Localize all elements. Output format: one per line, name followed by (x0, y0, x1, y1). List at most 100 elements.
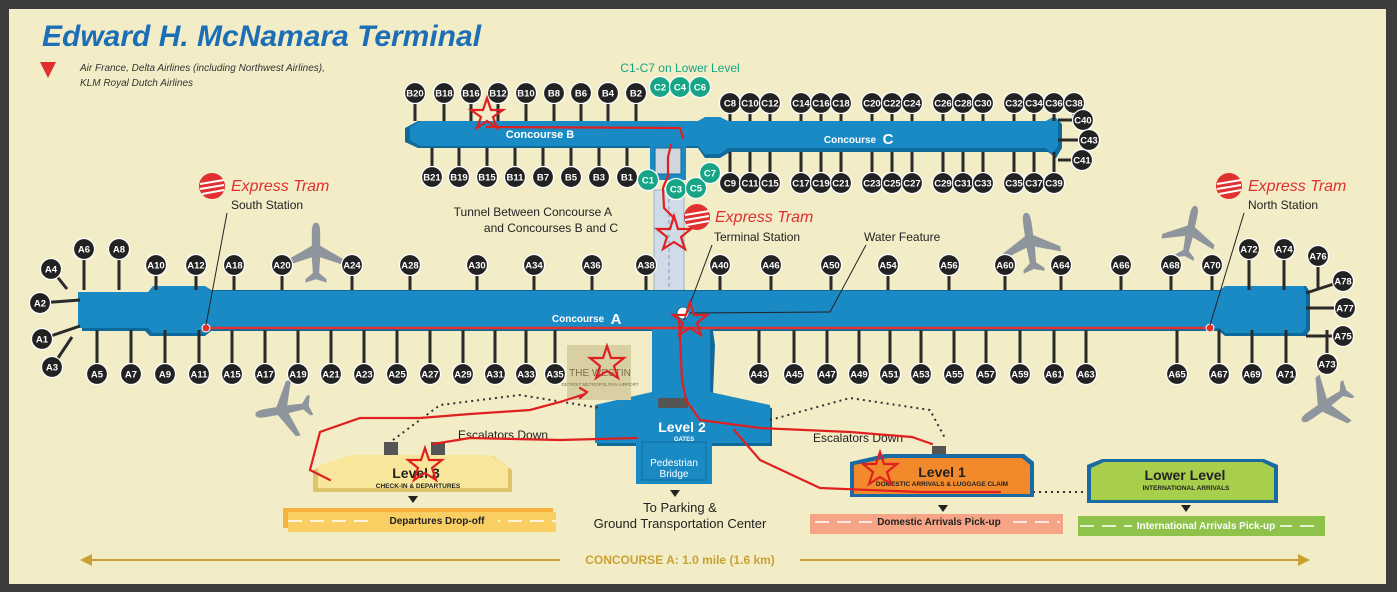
gate-c5: C5 (684, 176, 708, 200)
gate-a51: A51 (878, 330, 902, 386)
gate-label: A25 (388, 370, 406, 381)
gate-b7: B7 (531, 148, 555, 189)
gate-c40: C40 (1058, 108, 1095, 132)
gate-c43: C43 (1058, 128, 1101, 152)
gate-a34: A34 (522, 253, 546, 290)
gate-label: A21 (322, 370, 340, 381)
tram-logo-icon (199, 173, 225, 199)
gate-a11: A11 (187, 330, 211, 386)
gate-label: A24 (343, 261, 361, 272)
gate-label: C22 (883, 99, 900, 110)
gate-label: C30 (974, 99, 991, 110)
gate-c20: C20 (860, 91, 884, 121)
south-station-label: South Station (231, 198, 303, 212)
gate-label: A19 (289, 370, 306, 381)
gate-label: C5 (690, 184, 703, 195)
gate-c6: C6 (688, 75, 712, 99)
gate-label: A75 (1334, 332, 1352, 343)
gate-c12: C12 (758, 91, 782, 121)
gate-b3: B3 (587, 148, 611, 189)
gate-a67: A67 (1207, 330, 1231, 386)
gate-label: A50 (822, 261, 839, 272)
gate-a36: A36 (580, 253, 604, 290)
gate-label: A65 (1168, 370, 1186, 381)
gate-a10: A10 (144, 253, 168, 290)
gate-a12: A12 (184, 253, 208, 290)
level3-sub: CHECK-IN & DEPARTURES (376, 483, 461, 490)
gate-label: A10 (147, 261, 164, 272)
gate-label: C19 (812, 179, 829, 190)
gate-label: A64 (1052, 261, 1070, 272)
gate-label: B11 (507, 173, 525, 184)
gate-label: C26 (934, 99, 951, 110)
gate-label: A36 (583, 261, 600, 272)
north-station-label: North Station (1248, 198, 1318, 212)
gate-label: A28 (401, 261, 418, 272)
concourse-b-label: Concourse B (506, 129, 575, 141)
gate-label: A4 (45, 265, 58, 276)
gate-a2: A2 (28, 291, 81, 315)
gate-a38: A38 (634, 253, 658, 290)
gate-label: A53 (912, 370, 929, 381)
gate-label: A15 (223, 370, 241, 381)
gate-a77: A77 (1306, 296, 1357, 320)
gate-label: C3 (670, 185, 682, 196)
lower-level-label: Lower Level (1145, 467, 1226, 483)
delta-marker-icon (40, 62, 56, 78)
gate-c14: C14 (789, 91, 813, 121)
gate-b20: B20 (403, 81, 427, 121)
gate-a20: A20 (270, 253, 294, 290)
gate-c30: C30 (971, 91, 995, 121)
gate-label: A20 (273, 261, 290, 272)
gate-b1: B1 (615, 148, 639, 189)
gate-label: A6 (78, 245, 90, 256)
gate-label: A55 (945, 370, 963, 381)
gate-a68: A68 (1159, 253, 1183, 290)
gate-label: A69 (1243, 370, 1260, 381)
gate-a5: A5 (85, 330, 109, 386)
gate-c17: C17 (789, 152, 813, 195)
gate-label: A2 (34, 299, 46, 310)
gate-label: A7 (125, 370, 137, 381)
gate-label: A54 (879, 261, 897, 272)
gate-a75: A75 (1306, 324, 1355, 348)
gate-c24: C24 (900, 91, 924, 121)
gate-label: A59 (1011, 370, 1028, 381)
gate-label: C16 (812, 99, 829, 110)
gate-a56: A56 (937, 253, 961, 290)
westin-hotel (567, 345, 631, 400)
gate-b12: B12 (486, 81, 510, 121)
gate-a7: A7 (119, 330, 143, 386)
legend-line-2: KLM Royal Dutch Airlines (80, 78, 193, 89)
gate-b19: B19 (447, 148, 471, 189)
gate-b6: B6 (569, 81, 593, 121)
gate-label: A9 (159, 370, 171, 381)
gate-label: C6 (694, 83, 706, 94)
gate-label: A40 (711, 261, 728, 272)
gate-label: B7 (537, 173, 549, 184)
gate-label: B21 (423, 173, 441, 184)
gate-a24: A24 (340, 253, 364, 290)
gate-b21: B21 (420, 148, 444, 189)
gate-a70: A70 (1200, 253, 1224, 290)
gate-label: B5 (565, 173, 578, 184)
gate-label: A49 (850, 370, 867, 381)
gate-a45: A45 (782, 330, 806, 386)
gate-a25: A25 (385, 330, 409, 386)
gate-a47: A47 (815, 330, 839, 386)
gate-c35: C35 (1002, 152, 1026, 195)
gate-a4: A4 (39, 257, 69, 290)
gate-label: B8 (548, 89, 560, 100)
gate-b11: B11 (503, 148, 527, 189)
gate-label: C17 (792, 179, 809, 190)
gate-c29: C29 (931, 152, 955, 195)
gate-label: C29 (934, 179, 951, 190)
gate-label: C9 (724, 179, 736, 190)
gate-label: A27 (421, 370, 438, 381)
level2-label: Level 2 (658, 419, 706, 435)
gate-label: A29 (454, 370, 471, 381)
gate-label: A30 (468, 261, 485, 272)
gate-label: C21 (832, 179, 850, 190)
legend-line-1: Air France, Delta Airlines (including No… (79, 63, 325, 74)
gate-label: A11 (191, 370, 209, 381)
